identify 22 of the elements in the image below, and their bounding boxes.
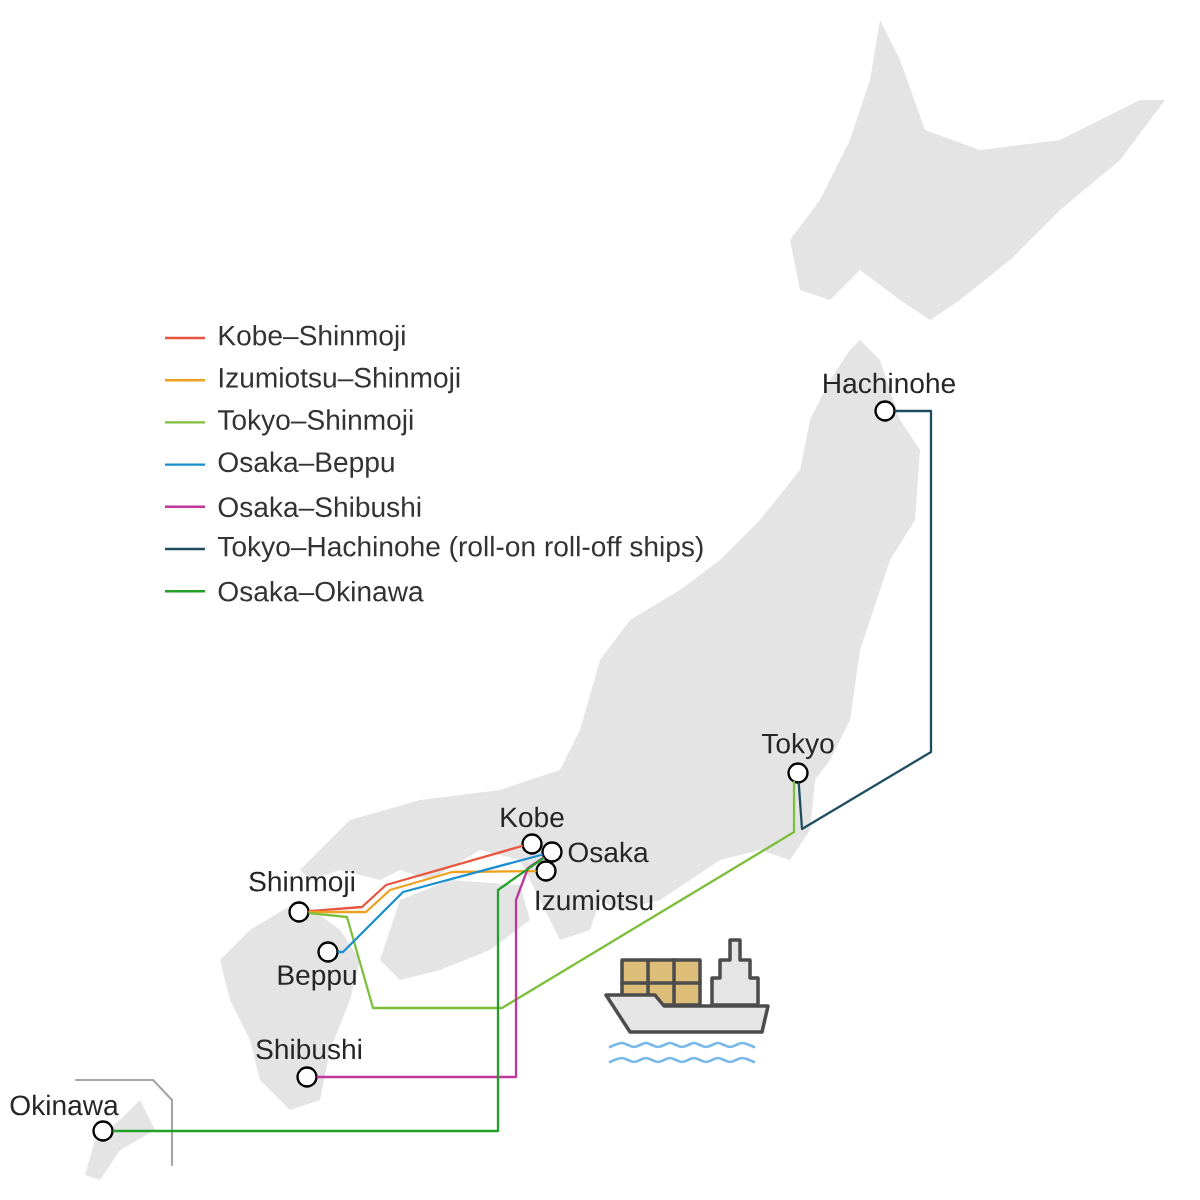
route-line <box>308 780 796 1010</box>
legend-text: Kobe–Shinmoji <box>219 324 405 352</box>
legend-text: Tokyo–Shinmoji <box>218 409 413 436</box>
route-line <box>112 857 545 1133</box>
port-label: Izumiotsu <box>536 889 653 911</box>
route-line <box>797 409 933 831</box>
route-line <box>337 853 543 954</box>
legend-text: Izumiotsu–Shinmoji <box>219 367 460 394</box>
legend-text: Osaka–Beppu <box>218 451 394 478</box>
legend-text: Osaka–Shibushi <box>218 496 421 518</box>
route-line <box>308 844 524 913</box>
port-label: Shibushi <box>256 1038 361 1060</box>
legend-text: Tokyo–Hachinohe (roll-on roll-off ships) <box>218 535 703 563</box>
port-label: Hachinohe <box>824 372 955 394</box>
port-label: Beppu <box>278 965 356 991</box>
port-label: Tokyo <box>761 732 834 760</box>
port-label: Shinmoji <box>249 870 354 898</box>
port-label: Osaka <box>568 841 649 863</box>
route-line <box>308 870 537 914</box>
legend-text: Osaka–Okinawa <box>218 580 424 602</box>
port-label: Okinawa <box>10 1094 119 1116</box>
port-label: Kobe <box>501 806 564 828</box>
